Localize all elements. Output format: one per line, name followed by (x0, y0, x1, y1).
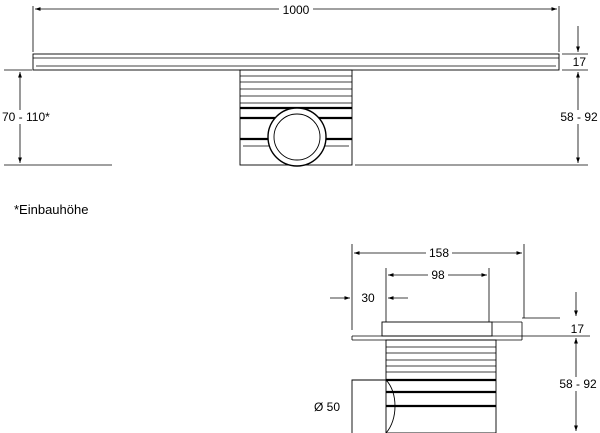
outlet-pipe-front (267, 107, 327, 167)
offset-label: 30 (361, 291, 375, 305)
drain-channel (32, 53, 560, 71)
side-view: 158 98 30 (314, 244, 600, 433)
outer-width-label: 158 (429, 246, 449, 260)
inner-width-label: 98 (431, 268, 445, 282)
body-height-label: 58 - 92 (560, 110, 598, 124)
side-drain-body (385, 339, 497, 433)
side-channel-profile (351, 317, 590, 341)
outlet-pipe-side (351, 379, 396, 433)
top-view: 1000 17 (0, 2, 600, 167)
side-body-height-label-bg (556, 377, 600, 391)
body-height-label-bg (558, 110, 600, 124)
inner-width-label-bg (428, 268, 448, 282)
install-height-label-bg (0, 110, 54, 124)
length-label-bg (279, 2, 313, 16)
side-channel-height-label: 17 (571, 322, 585, 336)
outer-width-label-bg (426, 246, 452, 260)
length-label: 1000 (283, 3, 310, 17)
installation-height-note: *Einbauhöhe (14, 202, 88, 217)
side-body-height-label: 58 - 92 (559, 377, 597, 391)
install-height-label: 70 - 110* (2, 110, 50, 124)
pipe-diameter-label: Ø 50 (314, 400, 340, 414)
channel-height-label: 17 (573, 55, 587, 69)
